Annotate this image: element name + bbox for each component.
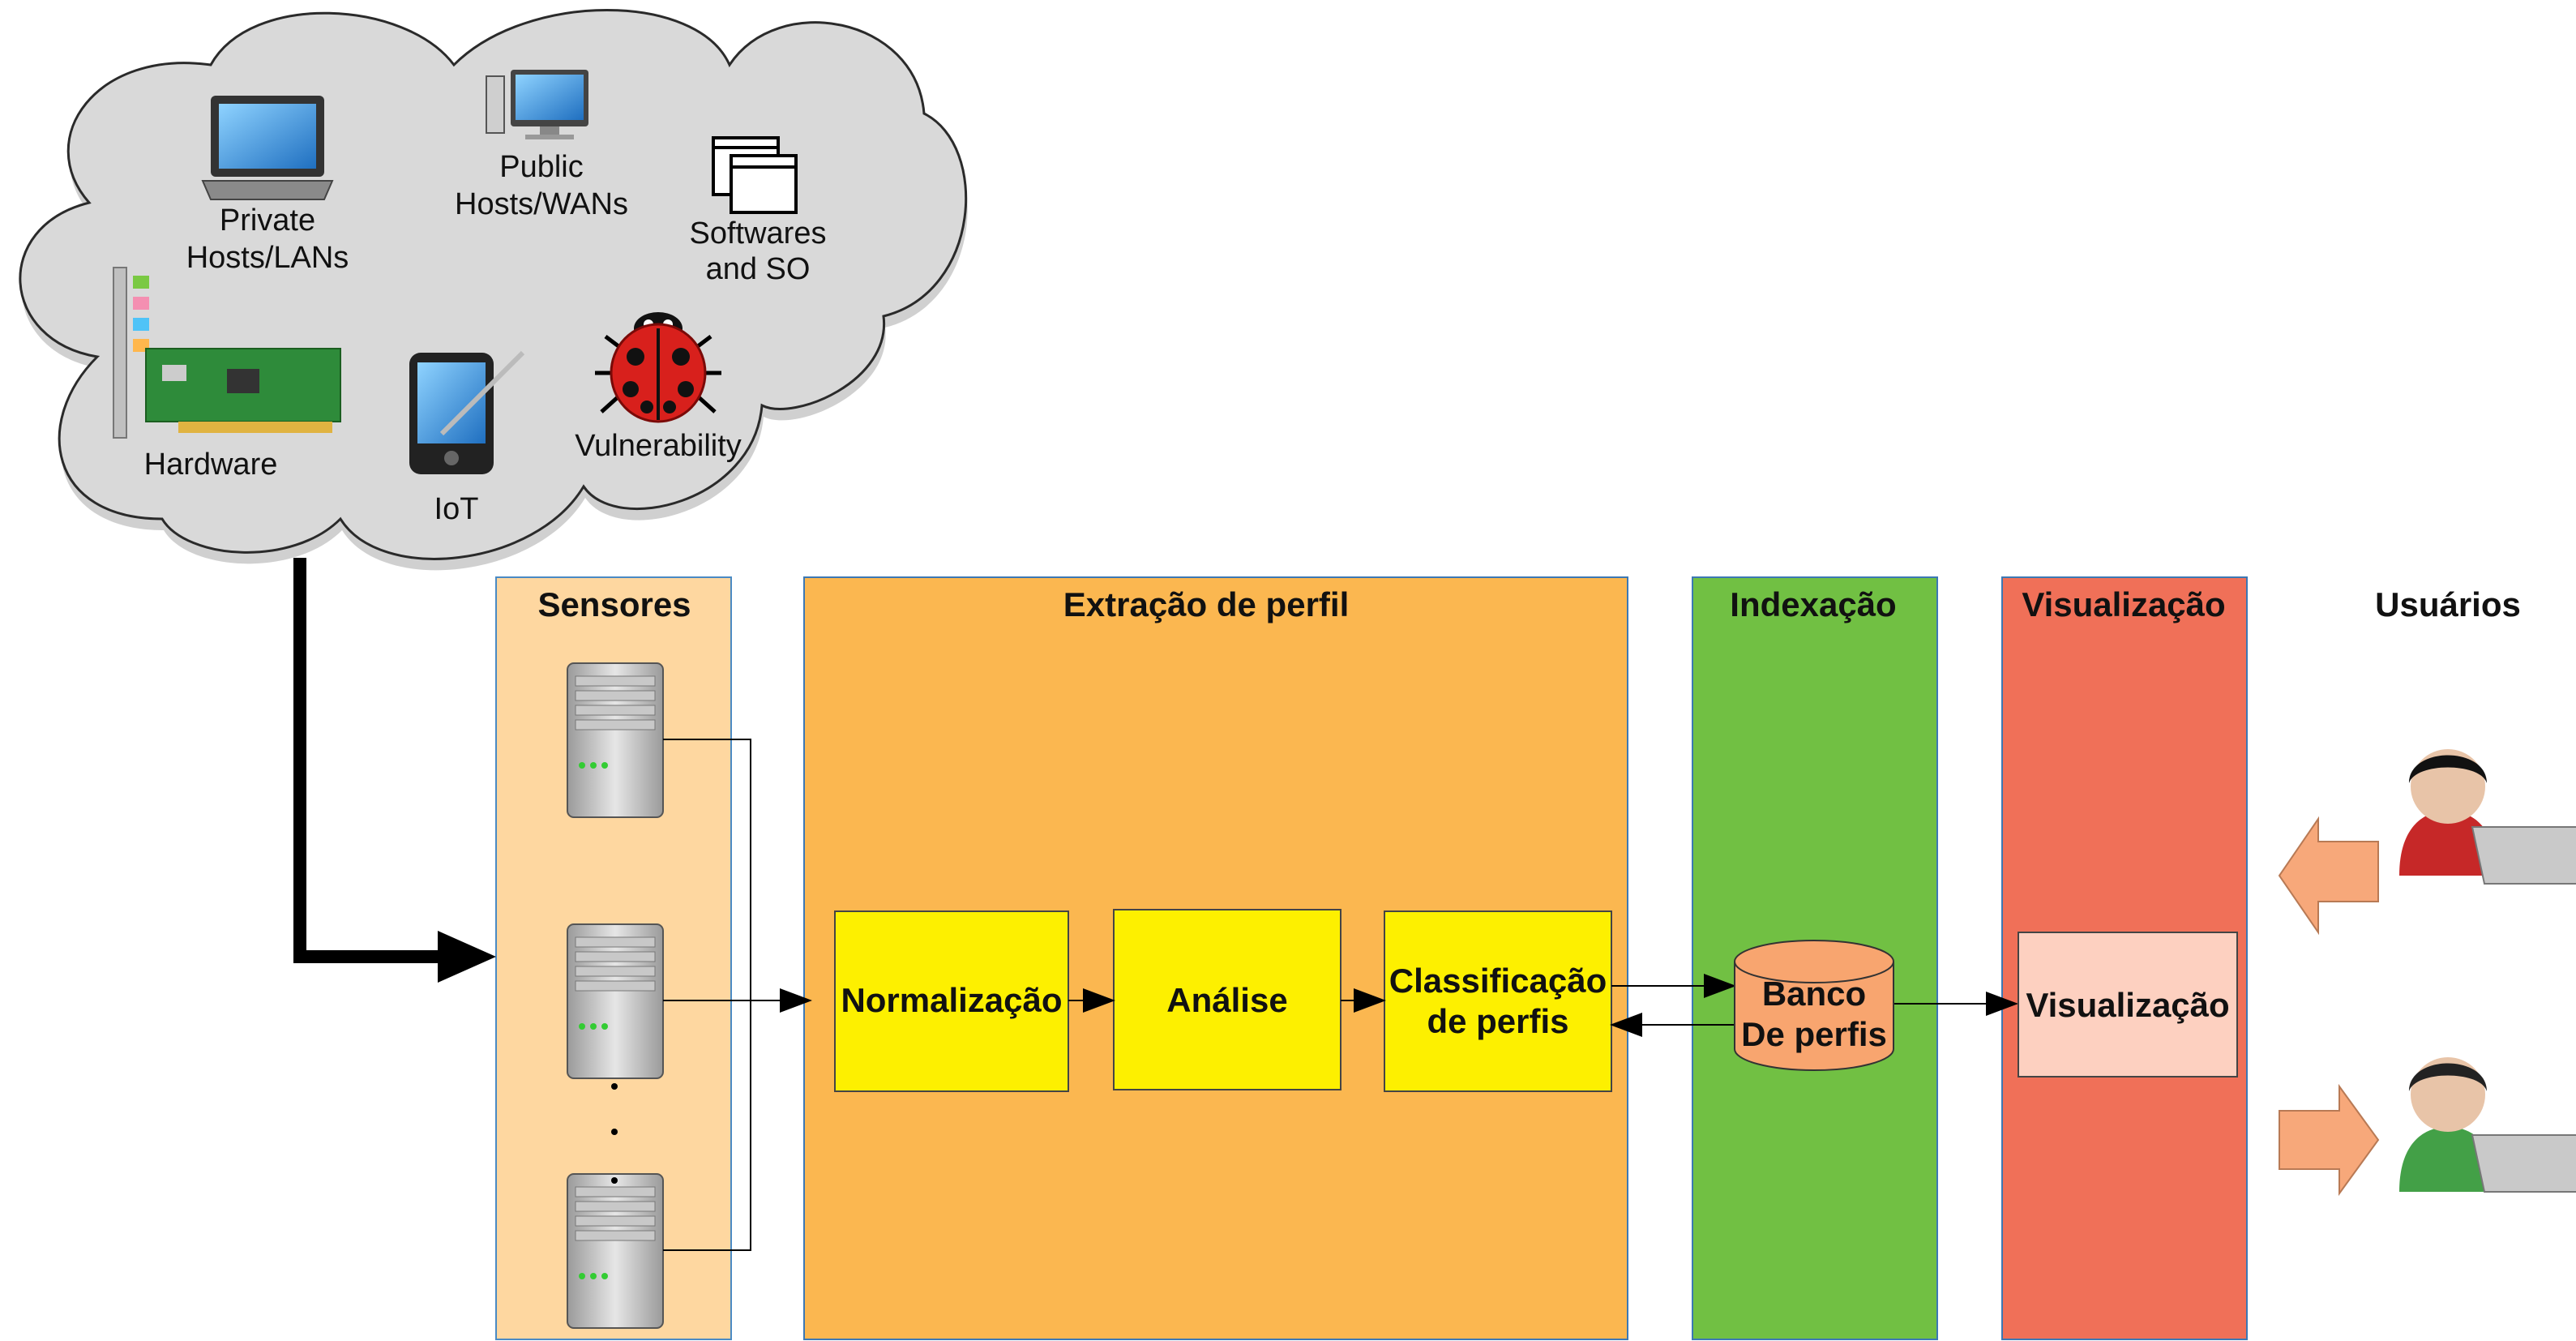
tablet-icon xyxy=(409,350,525,474)
visualizacao-heading: Visualização xyxy=(2022,585,2225,623)
desktop-icon xyxy=(486,70,588,139)
input-flow-arrowhead xyxy=(438,931,496,983)
classificacao-label-1: Classificação xyxy=(1389,962,1607,1000)
network-card-icon xyxy=(113,267,341,439)
ladybug-icon xyxy=(595,312,721,423)
visualizacao-box xyxy=(2018,932,2238,1078)
extracao-heading: Extração de perfil xyxy=(1063,585,1349,623)
vulnerability-label: Vulnerability xyxy=(575,429,742,463)
softwares-label-1: Softwares xyxy=(690,216,827,251)
server-connectors xyxy=(663,739,812,1251)
server-icon xyxy=(567,1173,664,1329)
analise-label: Análise xyxy=(1166,981,1287,1019)
laptop-icon xyxy=(201,96,334,200)
private-hosts-label-2: Hosts/LANs xyxy=(186,241,349,275)
banco-database xyxy=(1734,940,1894,1071)
analise-box xyxy=(1113,909,1341,1090)
classificacao-label-2: de perfis xyxy=(1427,1002,1568,1040)
input-flow-arrow xyxy=(293,558,454,963)
normalizacao-box xyxy=(834,910,1069,1092)
banco-label-2: De perfis xyxy=(1741,1015,1887,1053)
server-icon xyxy=(567,662,664,818)
arrow-left-icon xyxy=(2278,816,2379,936)
windows-icon xyxy=(712,136,798,214)
process-arrows xyxy=(1068,974,2018,1037)
iot-label: IoT xyxy=(434,492,479,526)
public-hosts-label-2: Hosts/WANs xyxy=(455,187,628,221)
private-hosts-label-1: Private xyxy=(220,204,315,238)
banco-label-1: Banco xyxy=(1762,975,1866,1013)
server-icon xyxy=(567,923,664,1079)
softwares-label-2: and SO xyxy=(706,252,811,286)
user-icon xyxy=(2399,1057,2576,1193)
visualizacao-box-label: Visualização xyxy=(2026,986,2229,1024)
user-icon xyxy=(2399,749,2576,885)
indexacao-heading: Indexação xyxy=(1730,585,1896,623)
sensores-heading: Sensores xyxy=(537,585,691,623)
ellipsis-dots xyxy=(611,1083,618,1184)
usuarios-heading: Usuários xyxy=(2375,585,2521,623)
arrow-right-icon xyxy=(2279,1083,2380,1197)
normalizacao-label: Normalização xyxy=(841,981,1062,1019)
public-hosts-label-1: Public xyxy=(499,150,584,184)
hardware-label: Hardware xyxy=(144,448,278,482)
classificacao-box xyxy=(1384,910,1612,1092)
